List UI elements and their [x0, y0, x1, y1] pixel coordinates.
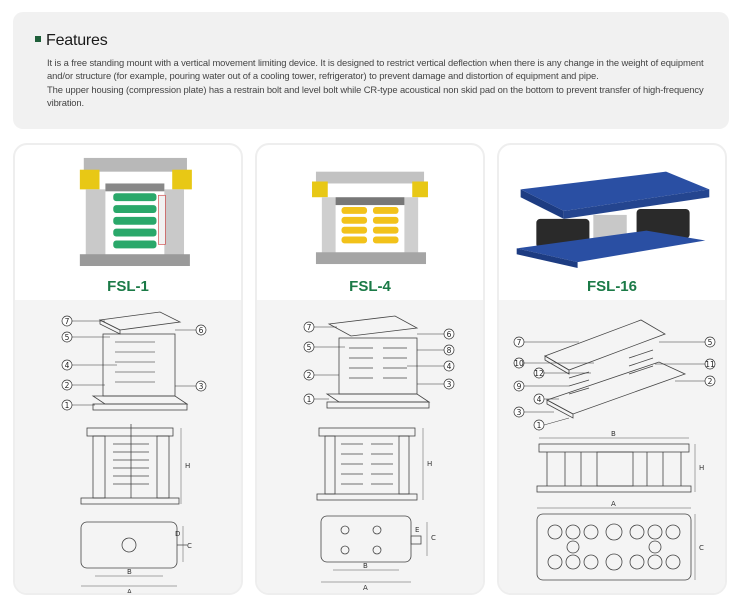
callout-4: 4 — [407, 360, 455, 372]
svg-text:12: 12 — [534, 369, 544, 378]
features-heading: Features — [35, 32, 108, 50]
svg-text:6: 6 — [199, 326, 204, 335]
callout-3: 3 — [417, 378, 455, 390]
features-paragraph-2: The upper housing (compression plate) ha… — [47, 83, 704, 109]
features-description: It is a free standing mount with a verti… — [47, 56, 723, 110]
callout-6: 6 — [175, 324, 207, 336]
svg-text:2: 2 — [708, 377, 713, 386]
svg-text:5: 5 — [708, 338, 713, 347]
dim-b-fsl-16: B — [611, 430, 616, 438]
product-card-fsl-4: FSL-4 7 5 2 1 6 8 4 3 H — [255, 143, 485, 595]
dim-d-fsl-1: D — [175, 530, 180, 538]
callout-2: 2 — [303, 369, 339, 381]
callout-1: 1 — [61, 399, 95, 411]
svg-text:6: 6 — [447, 330, 452, 339]
dim-c-fsl-1: C — [187, 542, 192, 550]
dim-a-fsl-4: A — [363, 584, 368, 592]
dim-h-fsl-4: H — [427, 460, 432, 468]
svg-text:5: 5 — [65, 333, 70, 342]
svg-text:1: 1 — [65, 401, 70, 410]
product-name-fsl-16: FSL-16 — [586, 278, 637, 295]
product-name-fsl-1: FSL-1 — [107, 278, 149, 295]
svg-text:2: 2 — [65, 381, 70, 390]
features-paragraph-1: It is a free standing mount with a verti… — [47, 57, 704, 82]
callout-8: 8 — [417, 344, 455, 356]
callout-7: 7 — [303, 321, 337, 333]
callout-1: 1 — [533, 417, 570, 431]
drawing-area — [15, 300, 241, 593]
svg-text:8: 8 — [447, 346, 452, 355]
svg-text:3: 3 — [517, 408, 522, 417]
dim-a-fsl-1: A — [127, 588, 132, 595]
dim-c-fsl-4: C — [431, 534, 436, 542]
product-name-fsl-4: FSL-4 — [349, 278, 391, 295]
dim-e-fsl-4: E — [415, 526, 419, 534]
dim-b-fsl-1: B — [127, 568, 132, 576]
callout-2: 2 — [61, 379, 105, 391]
features-panel: Features It is a free standing mount wit… — [13, 12, 729, 129]
svg-text:1: 1 — [307, 395, 312, 404]
dim-c-fsl-16: C — [699, 544, 704, 552]
fsl-4-callouts: 7 5 2 1 6 8 4 3 — [303, 321, 455, 405]
callout-7: 7 — [61, 315, 105, 327]
dim-h-fsl-16: H — [699, 464, 704, 472]
callout-5: 5 — [61, 331, 110, 343]
fsl-4-photo — [312, 171, 428, 265]
callout-1: 1 — [303, 393, 329, 405]
callout-10: 10 — [513, 357, 594, 369]
svg-text:1: 1 — [537, 421, 542, 430]
dim-a-fsl-16: A — [611, 500, 616, 508]
svg-text:7: 7 — [307, 323, 312, 332]
callout-11: 11 — [655, 358, 716, 370]
svg-text:2: 2 — [307, 371, 312, 380]
callout-7: 7 — [513, 336, 579, 348]
callout-5: 5 — [659, 336, 716, 348]
svg-text:4: 4 — [537, 395, 542, 404]
callout-5: 5 — [303, 341, 345, 353]
callout-9: 9 — [513, 380, 569, 392]
fsl-16-drawings: 7 10 12 9 4 3 1 5 11 2 B H A — [513, 319, 716, 581]
fsl-16-photo — [516, 171, 710, 268]
callout-4: 4 — [61, 359, 117, 371]
callout-6: 6 — [417, 328, 455, 340]
svg-text:7: 7 — [517, 338, 522, 347]
fsl-1-callouts: 7 5 4 2 1 6 3 — [61, 315, 207, 411]
product-card-fsl-16: FSL-16 7 10 12 9 4 3 1 5 11 2 B — [497, 143, 727, 595]
fsl-1-photo — [79, 157, 192, 267]
square-bullet-icon — [35, 35, 41, 42]
svg-text:4: 4 — [447, 362, 452, 371]
dim-b-fsl-4: B — [363, 562, 368, 570]
svg-text:3: 3 — [447, 380, 452, 389]
callout-12: 12 — [533, 367, 591, 379]
svg-text:3: 3 — [199, 382, 204, 391]
callout-3: 3 — [513, 406, 554, 418]
svg-text:10: 10 — [514, 359, 524, 368]
svg-text:5: 5 — [307, 343, 312, 352]
features-title: Features — [46, 32, 108, 49]
svg-text:7: 7 — [65, 317, 70, 326]
callout-4: 4 — [533, 393, 559, 405]
callout-3: 3 — [175, 380, 207, 392]
svg-text:11: 11 — [705, 360, 715, 369]
callout-2: 2 — [675, 375, 716, 387]
svg-text:9: 9 — [517, 382, 522, 391]
svg-text:4: 4 — [65, 361, 70, 370]
fsl-1-drawings: 7 5 4 2 1 6 3 H B — [61, 311, 207, 595]
fsl-16-callouts: 7 10 12 9 4 3 1 5 11 2 — [513, 336, 716, 431]
fsl-4-drawings: 7 5 2 1 6 8 4 3 H B A C — [303, 315, 455, 592]
dim-h-fsl-1: H — [185, 462, 190, 470]
product-card-fsl-1: FSL-1 7 5 4 2 1 6 3 — [13, 143, 243, 595]
